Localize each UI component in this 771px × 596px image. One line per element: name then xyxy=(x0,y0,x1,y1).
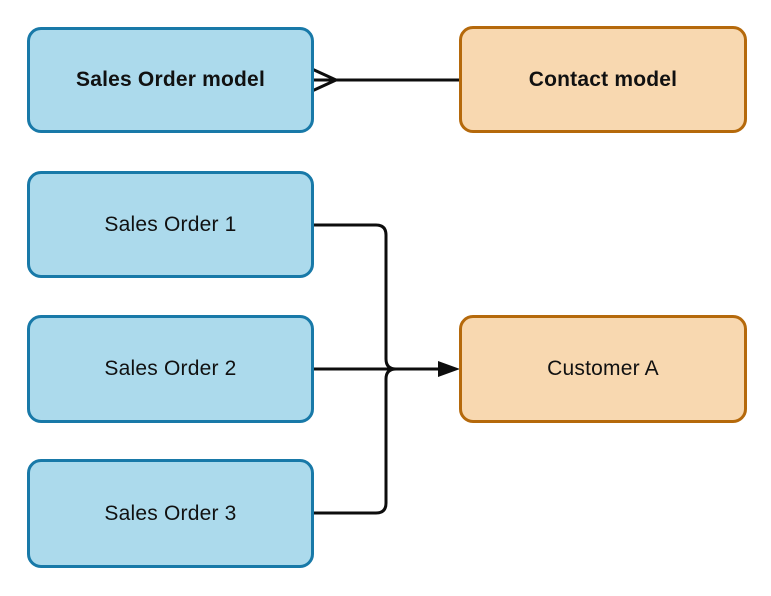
node-label: Sales Order 1 xyxy=(104,212,237,236)
node-sales-order-2: Sales Order 2 xyxy=(27,315,314,423)
edge-sales-order-3-to-customer-a xyxy=(312,367,439,515)
node-sales-order-model: Sales Order model xyxy=(27,27,314,133)
node-label: Sales Order model xyxy=(76,68,265,91)
edge-line xyxy=(312,223,439,371)
node-label: Contact model xyxy=(528,67,678,91)
node-sales-order-3: Sales Order 3 xyxy=(27,459,314,568)
arrowhead-icon xyxy=(438,361,460,377)
edge-line xyxy=(312,367,439,515)
node-label: Sales Order 2 xyxy=(104,357,237,380)
node-customer-a: Customer A xyxy=(459,315,747,423)
node-sales-order-1: Sales Order 1 xyxy=(27,171,314,278)
node-contact-model: Contact model xyxy=(459,26,747,133)
crow-foot-many-icon xyxy=(311,67,337,93)
edge-sales-order-model-to-contact-model xyxy=(311,67,460,93)
node-label: Sales Order 3 xyxy=(104,501,237,525)
edge-sales-order-1-to-customer-a xyxy=(312,223,439,371)
node-label: Customer A xyxy=(547,357,659,380)
